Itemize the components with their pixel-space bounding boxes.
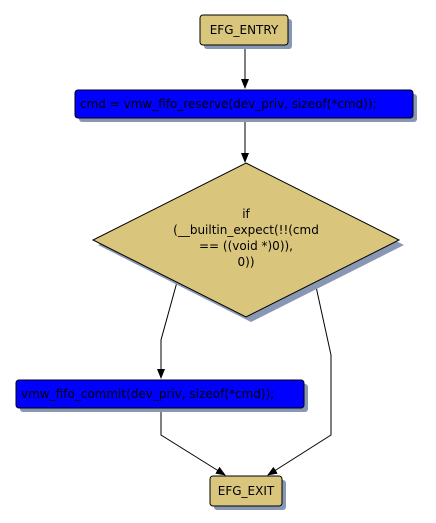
decision-line-4: 0)) [238, 255, 255, 269]
reserve-process-node[interactable]: cmd = vmw_fifo_reserve(dev_priv, sizeof(… [74, 89, 417, 122]
exit-node-box [209, 475, 283, 507]
decision-line-2: (__builtin_expect(!!(cmd [173, 223, 319, 237]
commit-process-label: vmw_fifo_commit(dev_priv, sizeof(*cmd)); [21, 387, 274, 401]
exit-node-label: EFG_EXIT [218, 484, 275, 498]
commit-process-node[interactable]: vmw_fifo_commit(dev_priv, sizeof(*cmd)); [15, 379, 308, 412]
edge-decision-to-exit [267, 281, 332, 476]
edges [157, 46, 332, 476]
exit-node[interactable]: EFG_EXIT [209, 475, 286, 510]
reserve-process-box [74, 89, 414, 119]
decision-node-diamond [91, 162, 401, 318]
entry-node[interactable]: EFG_ENTRY [199, 14, 292, 49]
entry-node-box [199, 14, 289, 46]
decision-line-1: if [242, 207, 250, 221]
edge-decision-to-commit [157, 281, 178, 379]
edge-commit-to-exit [160, 410, 226, 476]
decision-node[interactable]: if (__builtin_expect(!!(cmd == ((void *)… [91, 162, 404, 322]
reserve-process-label: cmd = vmw_fifo_reserve(dev_priv, sizeof(… [80, 97, 377, 111]
entry-node-label: EFG_ENTRY [210, 23, 279, 37]
decision-line-3: == ((void *)0)), [199, 239, 293, 253]
commit-process-box [15, 379, 305, 409]
